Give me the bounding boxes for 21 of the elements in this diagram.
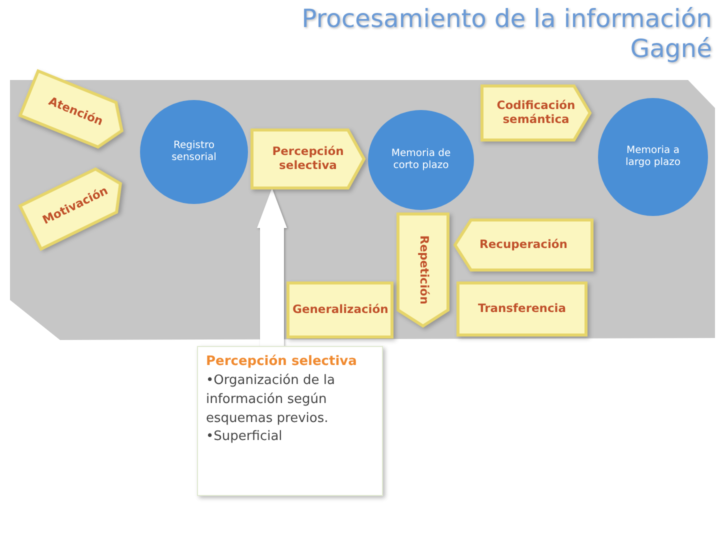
title: Procesamiento de la información Gagné — [300, 4, 712, 64]
node-label: Codificación semántica — [496, 99, 576, 127]
process-circle — [368, 110, 474, 210]
node-label: Generalización — [292, 303, 388, 317]
callout-heading: Percepción selectiva — [206, 353, 357, 371]
node-label: Percepción selectiva — [271, 145, 345, 173]
process-circle — [598, 98, 708, 216]
process-circle — [140, 100, 248, 204]
node-label: Transferencia — [478, 302, 566, 316]
arrow-shape — [455, 220, 592, 270]
node-label: Recuperación — [480, 238, 568, 252]
arrow-shape — [482, 86, 590, 140]
arrow-shape — [398, 214, 448, 326]
node-label: Memoria de corto plazo — [390, 148, 452, 172]
bullet-text: •Superficial — [206, 428, 282, 446]
node-label: Registro sensorial — [170, 140, 218, 164]
node-label: Repetición — [416, 236, 430, 304]
bullet-text: •Organización de la información según esquemas previos. — [206, 372, 336, 428]
node-label: Memoria a largo plazo — [624, 145, 682, 169]
callout-box — [197, 346, 383, 496]
arrow-shape — [252, 130, 364, 188]
